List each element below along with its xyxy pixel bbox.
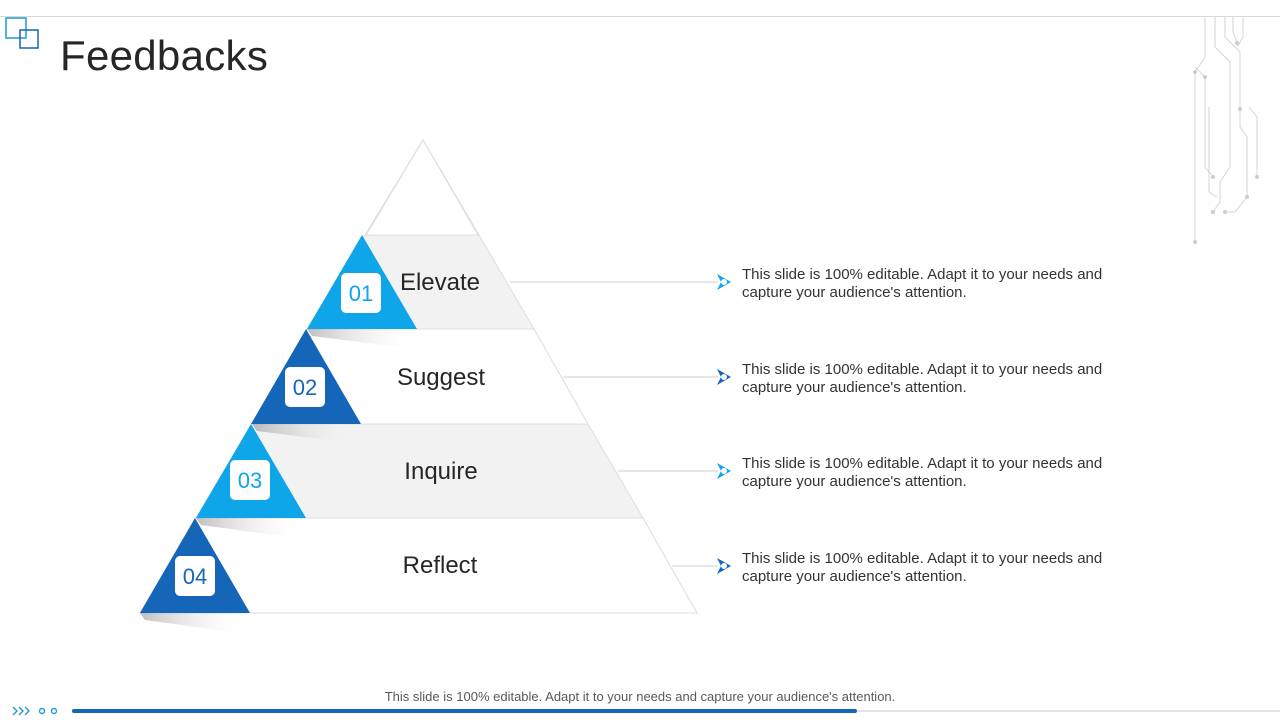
level-number-02: 02 <box>293 375 317 400</box>
level-description-02: This slide is 100% editable. Adapt it to… <box>742 361 1103 396</box>
arrow-bullet-icon <box>717 463 731 479</box>
level-badge-02: 02 <box>285 367 325 407</box>
triangle-shadow-02 <box>252 424 361 442</box>
level-badge-01: 01 <box>341 273 381 313</box>
pyramid-tip <box>364 139 480 236</box>
triangle-shadow-04 <box>140 613 250 632</box>
arrow-bullet-icon <box>717 274 731 290</box>
triangle-shadow-03 <box>196 518 306 537</box>
level-number-04: 04 <box>183 564 207 589</box>
arrow-bullet-icon <box>717 369 731 385</box>
level-badge-03: 03 <box>230 460 270 500</box>
level-label-03: Inquire <box>404 458 477 485</box>
triangle-shadow-01 <box>307 329 417 347</box>
progress-track <box>72 709 1280 713</box>
arrow-bullet-icon <box>717 558 731 574</box>
circuit-lines-icon <box>1193 17 1259 244</box>
footer-note: This slide is 100% editable. Adapt it to… <box>384 689 896 704</box>
level-label-04: Reflect <box>403 552 478 579</box>
page-title: Feedbacks <box>60 32 269 79</box>
level-number-03: 03 <box>238 468 262 493</box>
progress-fill <box>72 709 858 713</box>
level-label-01: Elevate <box>400 269 480 296</box>
level-description-01: This slide is 100% editable. Adapt it to… <box>742 266 1103 301</box>
level-badge-04: 04 <box>175 556 215 596</box>
top-rule <box>0 16 1280 17</box>
level-description-04: This slide is 100% editable. Adapt it to… <box>742 550 1103 585</box>
chevrons-and-dots-icon[interactable] <box>12 704 68 718</box>
overlapping-squares-icon <box>5 17 39 49</box>
level-number-01: 01 <box>349 281 373 306</box>
level-label-02: Suggest <box>397 364 485 391</box>
level-description-03: This slide is 100% editable. Adapt it to… <box>742 455 1103 490</box>
